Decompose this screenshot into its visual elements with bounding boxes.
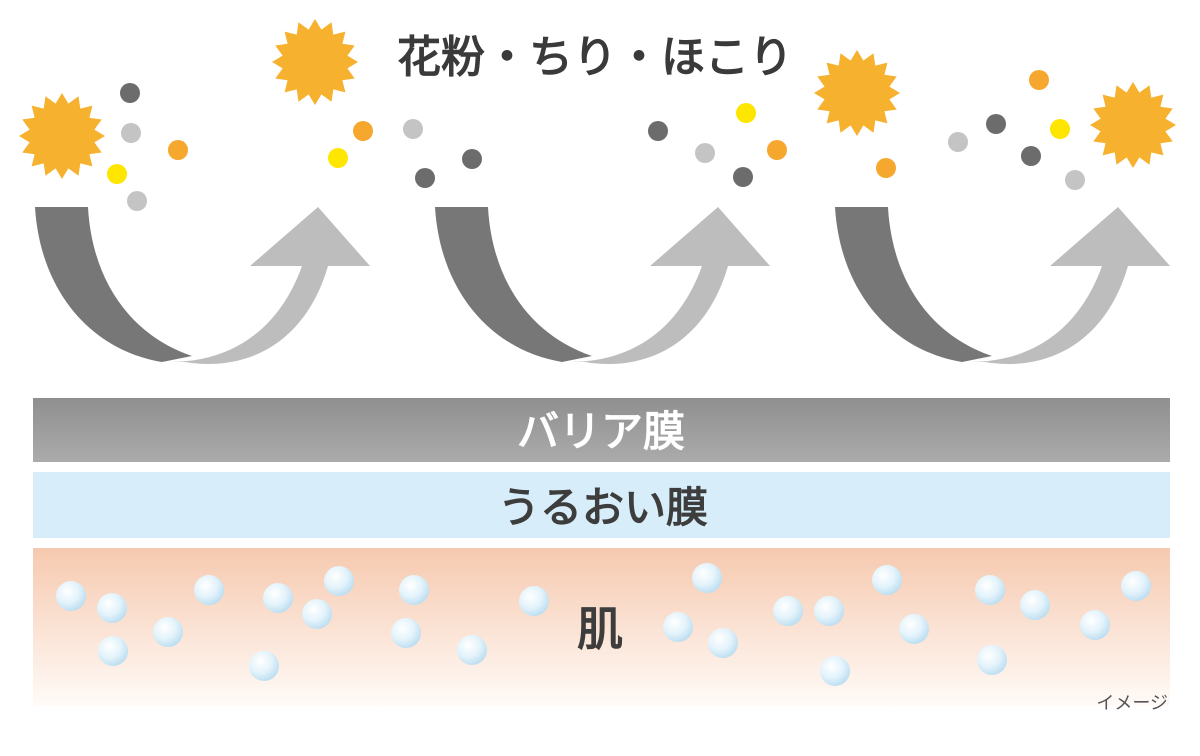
- bubble-dot: [324, 566, 354, 596]
- particle-dot: [736, 103, 756, 123]
- particle-dot: [648, 121, 668, 141]
- skin-label: 肌: [577, 602, 623, 656]
- particle-group: [107, 70, 1085, 211]
- sun-icon: [1090, 82, 1176, 168]
- arrow-group: [35, 207, 1170, 364]
- caption: イメージ: [1096, 693, 1168, 714]
- bubble-dot: [708, 628, 738, 658]
- sun-icon: [272, 19, 358, 105]
- bubble-dot: [663, 612, 693, 642]
- deflect-arrow-icon: [435, 207, 770, 364]
- bubble-group: [56, 563, 1151, 686]
- particle-dot: [733, 167, 753, 187]
- barrier-band: [33, 398, 1170, 462]
- bubble-dot: [97, 593, 127, 623]
- bubble-dot: [153, 617, 183, 647]
- sun-icon: [19, 93, 105, 179]
- bubble-dot: [56, 581, 86, 611]
- bubble-dot: [977, 645, 1007, 675]
- bubble-dot: [975, 575, 1005, 605]
- particle-dot: [948, 132, 968, 152]
- particle-dot: [120, 83, 140, 103]
- bubble-dot: [263, 583, 293, 613]
- particle-dot: [168, 140, 188, 160]
- bubble-dot: [194, 575, 224, 605]
- bubble-dot: [899, 614, 929, 644]
- bubble-dot: [773, 596, 803, 626]
- particle-dot: [462, 149, 482, 169]
- deflect-arrow-icon: [35, 207, 370, 364]
- particle-dot: [353, 121, 373, 141]
- skin-band: [33, 548, 1170, 706]
- bubble-dot: [302, 599, 332, 629]
- particle-dot: [403, 119, 423, 139]
- bubble-dot: [820, 656, 850, 686]
- particle-dot: [695, 143, 715, 163]
- particle-dot: [1021, 146, 1041, 166]
- sun-group: [19, 19, 1176, 179]
- bubble-dot: [519, 586, 549, 616]
- particle-dot: [127, 191, 147, 211]
- bubble-dot: [249, 651, 279, 681]
- particle-dot: [876, 158, 896, 178]
- moisture-label: うるおい膜: [498, 483, 708, 532]
- particle-dot: [415, 168, 435, 188]
- particle-dot: [986, 114, 1006, 134]
- bubble-dot: [98, 636, 128, 666]
- barrier-label: バリア膜: [517, 407, 685, 456]
- bubble-dot: [399, 575, 429, 605]
- title: 花粉・ちり・ほこり: [397, 32, 793, 83]
- deflect-arrow-icon: [835, 207, 1170, 364]
- particle-dot: [1029, 70, 1049, 90]
- particle-dot: [121, 123, 141, 143]
- bubble-dot: [692, 563, 722, 593]
- bubble-dot: [872, 565, 902, 595]
- bubble-dot: [814, 596, 844, 626]
- moisture-band: [33, 472, 1170, 538]
- bubble-dot: [1121, 571, 1151, 601]
- bubble-dot: [1020, 590, 1050, 620]
- bubble-dot: [391, 618, 421, 648]
- particle-dot: [1050, 119, 1070, 139]
- bubble-dot: [457, 635, 487, 665]
- particle-dot: [767, 140, 787, 160]
- particle-dot: [107, 164, 127, 184]
- particle-dot: [328, 148, 348, 168]
- sun-icon: [814, 50, 900, 136]
- bubble-dot: [1080, 610, 1110, 640]
- particle-dot: [1065, 170, 1085, 190]
